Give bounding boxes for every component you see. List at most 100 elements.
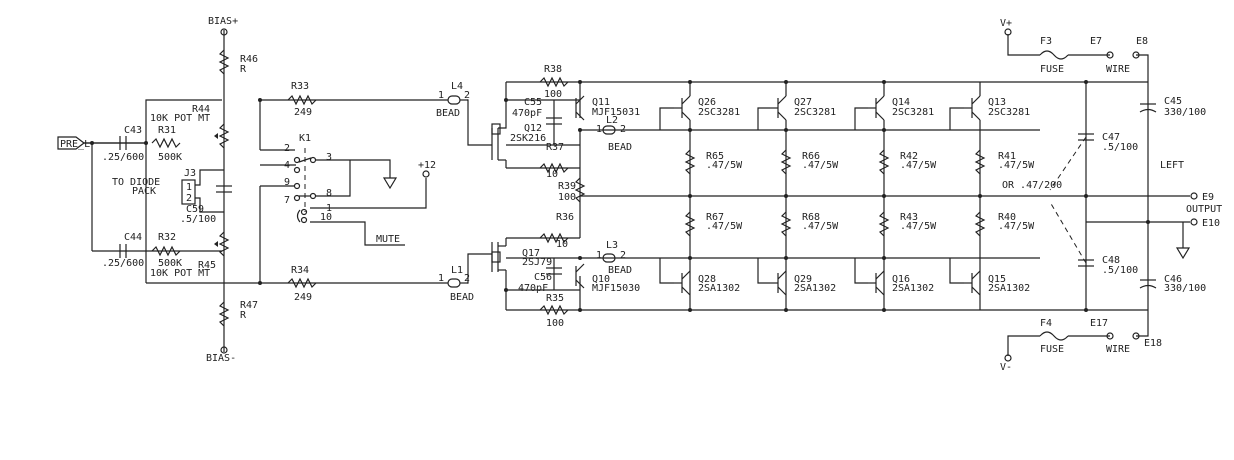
fuse-f4 xyxy=(1039,331,1069,341)
component-label: 100 xyxy=(546,318,564,329)
component-label: C48 xyxy=(1102,255,1120,266)
component-label: 330/100 xyxy=(1164,283,1206,294)
component-label: J3 xyxy=(184,168,196,179)
resistor-r46 xyxy=(218,49,230,75)
resistor-r40 xyxy=(974,211,986,237)
component-label: FUSE xyxy=(1040,344,1064,355)
component-label: MJF15030 xyxy=(592,283,640,294)
component-label: R31 xyxy=(158,125,176,136)
component-label: 2SC3281 xyxy=(794,107,836,118)
component-label: 2SA1302 xyxy=(988,283,1030,294)
resistor-r65 xyxy=(684,149,696,175)
component-label: Q11 xyxy=(592,97,610,108)
component-label: .47/5W xyxy=(900,160,937,171)
component-label: E9 xyxy=(1202,192,1214,203)
net-label: V+ xyxy=(1000,18,1012,29)
component-label: Q17 xyxy=(522,248,540,259)
component-label: R40 xyxy=(998,212,1016,223)
component-label: R xyxy=(240,64,247,75)
resistor-r66 xyxy=(780,149,792,175)
net-label: PACK xyxy=(132,186,156,197)
transistor-q11 xyxy=(575,95,585,121)
component-label: E18 xyxy=(1144,338,1162,349)
component-label: 2SK216 xyxy=(510,133,546,144)
component-label: 10 xyxy=(556,239,568,250)
resistor-r35 xyxy=(539,304,569,316)
component-label: 249 xyxy=(294,292,312,303)
component-label: 9 xyxy=(284,177,290,188)
component-label: 1 xyxy=(326,203,332,214)
net-label: +12 xyxy=(418,160,436,171)
component-label: R33 xyxy=(291,81,309,92)
net-label: V- xyxy=(1000,362,1012,373)
resistor-r39 xyxy=(574,177,586,203)
resistor-r47 xyxy=(218,301,230,327)
component-label: 330/100 xyxy=(1164,107,1206,118)
component-label: 470pF xyxy=(512,108,542,119)
component-label: R44 xyxy=(192,104,210,115)
component-label: BEAD xyxy=(608,142,632,153)
capacitor-c48 xyxy=(1078,259,1094,267)
resistor-r43 xyxy=(878,211,890,237)
component-label: C55 xyxy=(524,97,542,108)
component-label: C43 xyxy=(124,125,142,136)
resistor-r31 xyxy=(151,137,181,149)
pot-r45 xyxy=(218,231,230,257)
component-label: 500K xyxy=(158,152,182,163)
transistor-q13 xyxy=(964,95,981,121)
component-label: E8 xyxy=(1136,36,1148,47)
component-label: C45 xyxy=(1164,96,1182,107)
component-label: R66 xyxy=(802,151,820,162)
net-label: PRE_L xyxy=(60,139,90,150)
vminus-terminal xyxy=(1004,354,1012,362)
junctions xyxy=(90,80,1150,312)
component-label: 2 xyxy=(186,193,192,204)
labels: BIAS+ BIAS- PRE_L +12 MUTE V+ V- LEFT OU… xyxy=(60,16,1222,373)
component-label: E7 xyxy=(1090,36,1102,47)
component-label: 10 xyxy=(320,212,332,223)
component-label: 2 xyxy=(464,90,470,101)
component-label: 1 xyxy=(596,124,602,135)
component-label: C46 xyxy=(1164,274,1182,285)
component-label: 10K POT MT xyxy=(150,113,210,124)
capacitor-c47 xyxy=(1078,133,1094,141)
component-label: WIRE xyxy=(1106,64,1130,75)
bead-l2 xyxy=(602,125,616,135)
bead-l1 xyxy=(430,278,468,288)
component-label: 4 xyxy=(284,160,290,171)
net-label: LEFT xyxy=(1160,160,1184,171)
transistor-q15 xyxy=(964,270,981,296)
parts xyxy=(57,28,1198,362)
component-label: 2SC3281 xyxy=(892,107,934,118)
capacitor-c55 xyxy=(546,117,562,125)
transistor-q29 xyxy=(770,270,787,296)
component-label: L1 xyxy=(451,265,463,276)
component-label: 2 xyxy=(464,273,470,284)
component-label: F3 xyxy=(1040,36,1052,47)
net-label: BIAS+ xyxy=(208,16,238,27)
component-label: 10K POT MT xyxy=(150,268,210,279)
component-label: Q27 xyxy=(794,97,812,108)
net-label: OR .47/200 xyxy=(1002,180,1062,191)
component-label: .5/100 xyxy=(180,214,216,225)
component-label: 10 xyxy=(546,169,558,180)
component-label: 2SC3281 xyxy=(698,107,740,118)
component-label: R32 xyxy=(158,232,176,243)
component-label: 3 xyxy=(326,152,332,163)
component-label: R43 xyxy=(900,212,918,223)
component-label: E17 xyxy=(1090,318,1108,329)
component-label: C59 xyxy=(186,204,204,215)
component-label: R42 xyxy=(900,151,918,162)
component-label: 1 xyxy=(438,273,444,284)
component-label: R68 xyxy=(802,212,820,223)
component-label: .5/100 xyxy=(1102,142,1138,153)
component-label: Q29 xyxy=(794,274,812,285)
net-label: BIAS- xyxy=(206,353,236,364)
component-label: C47 xyxy=(1102,132,1120,143)
resistor-r32 xyxy=(151,245,181,257)
capacitor-c45 xyxy=(1139,103,1157,113)
resistor-r67 xyxy=(684,211,696,237)
component-label: 2SA1302 xyxy=(794,283,836,294)
e17-terminal xyxy=(1106,332,1114,340)
